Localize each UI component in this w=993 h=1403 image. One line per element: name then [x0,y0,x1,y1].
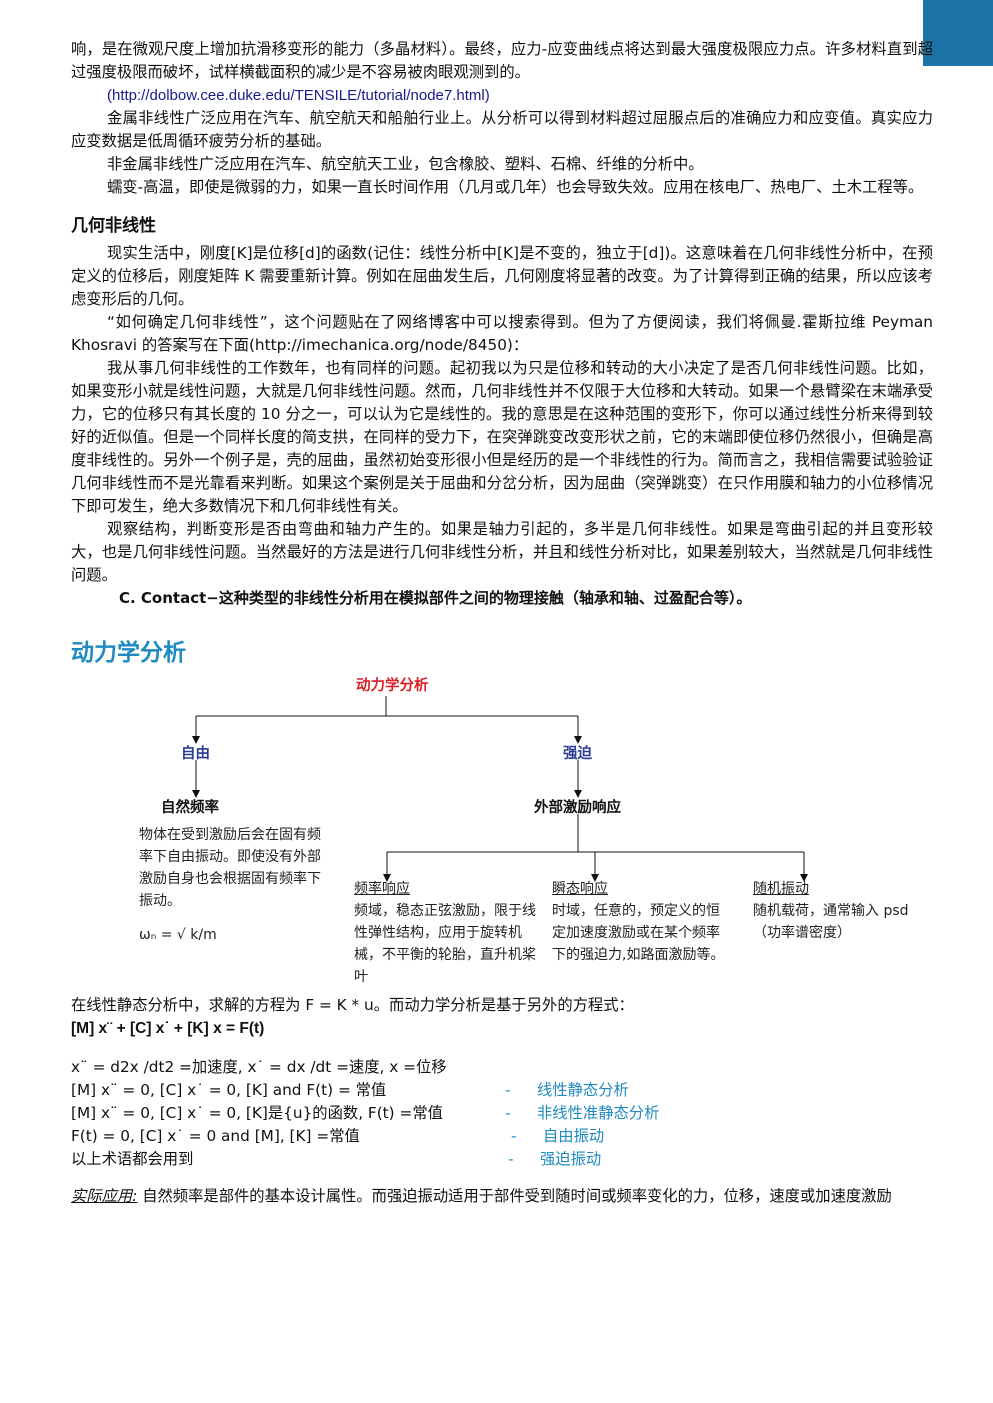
practical-application-label: 实际应用: [71,1187,138,1205]
frequency-response-title: 频率响应 [354,881,410,897]
equation-cases: x¨ = d2x /dt2 =加速度, x˙ = dx /dt =速度, x =… [71,1056,933,1171]
dynamics-intro: 在线性静态分析中，求解的方程为 F = K * u。而动力学分析是基于另外的方程… [71,996,634,1014]
transient-response-block: 瞬态响应 时域，任意的，预定义的恒定加速度激励或在某个频率下的强迫力,如路面激励… [552,878,732,966]
case-term: 强迫振动 [540,1150,602,1168]
document-body: 响，是在微观尺度上增加抗滑移变形的能力（多晶材料）。最终，应力-应变曲线点将达到… [71,38,933,1208]
frequency-response-description: 频域，稳态正弦激励，限于线性弹性结构，应用于旋转机械，不平衡的轮胎，直升机桨叶 [354,903,536,985]
diagram-external-response-label: 外部激励响应 [534,800,621,816]
contact-paragraph: C. Contact−这种类型的非线性分析用在模拟部件之间的物理接触（轴承和轴、… [119,589,752,607]
intro-paragraph-2: 金属非线性广泛应用在汽车、航空航天和船舶行业上。从分析可以得到材料超过屈服点后的… [71,109,933,150]
dynamics-diagram: 动力学分析 自由 强迫 自然频率 外部激励响应 物体在受到激励后会在固有频率下自… [71,672,933,994]
reference-link[interactable]: (http://dolbow.cee.duke.edu/TENSILE/tuto… [71,84,933,107]
case-condition: F(t) = 0, [C] x˙ = 0 and [M], [K] =常值 [71,1127,360,1145]
case-term: 自由振动 [543,1127,605,1145]
geometric-paragraph-3: 我从事几何非线性的工作数年，也有同样的问题。起初我以为只是位移和转动的大小决定了… [71,359,933,515]
diagram-forced-label: 强迫 [563,746,592,762]
intro-paragraph-3: 非金属非线性广泛应用在汽车、航空航天工业，包含橡胶、塑料、石棉、纤维的分析中。 [107,155,704,173]
diagram-connectors [192,696,808,882]
case-dash: - [505,1081,511,1099]
case-row-nonlinear-quasistatic: [M] x¨ = 0, [C] x˙ = 0, [K]是{u}的函数, F(t)… [71,1102,933,1125]
practical-application-text: 自然频率是部件的基本设计属性。而强迫振动适用于部件受到随时间或频率变化的力，位移… [137,1187,892,1205]
case-condition: [M] x¨ = 0, [C] x˙ = 0, [K]是{u}的函数, F(t)… [71,1104,443,1122]
natural-frequency-formula: ωₙ = √ k/m [139,927,217,943]
geometric-paragraph-1: 现实生活中，刚度[K]是位移[d]的函数(记住：线性分析中[K]是不变的，独立于… [71,244,933,308]
case-term: 非线性准静态分析 [537,1104,660,1122]
diagram-natural-frequency-label: 自然频率 [161,800,219,816]
frequency-response-block: 频率响应 频域，稳态正弦激励，限于线性弹性结构，应用于旋转机械，不平衡的轮胎，直… [354,878,546,988]
case-row-forced-vibration: 以上术语都会用到 - 强迫振动 [71,1148,933,1171]
random-vibration-description: 随机载荷，通常输入 psd（功率谱密度） [753,903,909,941]
practical-application: 实际应用: 自然频率是部件的基本设计属性。而强迫振动适用于部件受到随时间或频率变… [71,1185,933,1208]
section-heading-dynamics: 动力学分析 [71,640,186,666]
case-row-linear-static: [M] x¨ = 0, [C] x˙ = 0, [K] and F(t) = 常… [71,1079,933,1102]
case-dash: - [508,1150,514,1168]
intro-paragraph-1: 响，是在微观尺度上增加抗滑移变形的能力（多晶材料）。最终，应力-应变曲线点将达到… [71,40,933,81]
reference-url[interactable]: (http://dolbow.cee.duke.edu/TENSILE/tuto… [107,87,490,104]
equation-of-motion: [M] x¨ + [C] x˙ + [K] x = F(t) [71,1020,265,1037]
equation-definitions: x¨ = d2x /dt2 =加速度, x˙ = dx /dt =速度, x =… [71,1058,447,1076]
corner-tab [923,0,993,66]
case-condition: 以上术语都会用到 [71,1150,194,1168]
random-vibration-block: 随机振动 随机载荷，通常输入 psd（功率谱密度） [753,878,933,944]
intro-paragraph-4: 蠕变-高温，即使是微弱的力，如果一直长时间作用（几月或几年）也会导致失效。应用在… [107,178,924,196]
case-term: 线性静态分析 [537,1081,629,1099]
equation-definitions-row: x¨ = d2x /dt2 =加速度, x˙ = dx /dt =速度, x =… [71,1056,933,1079]
free-vibration-description: 物体在受到激励后会在固有频率下自由振动。即使没有外部激励自身也会根据固有频率下振… [139,827,321,909]
random-vibration-title: 随机振动 [753,881,809,897]
transient-response-title: 瞬态响应 [552,881,608,897]
case-dash: - [511,1127,517,1145]
case-row-free-vibration: F(t) = 0, [C] x˙ = 0 and [M], [K] =常值 - … [71,1125,933,1148]
diagram-free-label: 自由 [181,746,210,762]
transient-response-description: 时域，任意的，预定义的恒定加速度激励或在某个频率下的强迫力,如路面激励等。 [552,903,725,963]
section-heading-geometric: 几何非线性 [71,216,156,236]
geometric-paragraph-2: “如何确定几何非线性”，这个问题贴在了网络博客中可以搜索得到。但为了方便阅读，我… [71,313,933,354]
case-dash: - [505,1104,511,1122]
diagram-root-label: 动力学分析 [356,678,429,694]
case-condition: [M] x¨ = 0, [C] x˙ = 0, [K] and F(t) = 常… [71,1081,387,1099]
geometric-paragraph-4: 观察结构，判断变形是否由弯曲和轴力产生的。如果是轴力引起的，多半是几何非线性。如… [71,520,933,584]
